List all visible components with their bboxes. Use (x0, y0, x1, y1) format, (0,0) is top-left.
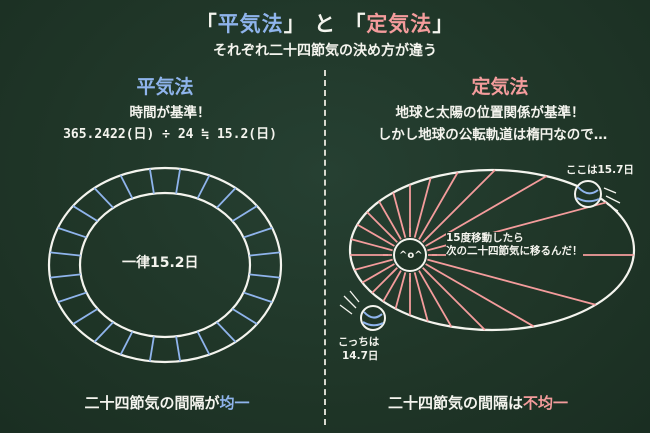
orbit-ray-line (354, 258, 393, 271)
title-bracket-open-2: 「 (344, 12, 367, 36)
ring-segment-line (93, 187, 114, 209)
heiki-center-label: 一律15.2日 (122, 255, 199, 271)
ring-segment-line (175, 336, 182, 362)
title-conjunction: と (314, 12, 336, 36)
teiki-conclusion-main: 二十四節気の間隔は (387, 394, 523, 412)
orbit-ray-line (356, 223, 395, 247)
ring-segment-line (243, 291, 273, 303)
teiki-orbit (339, 168, 636, 332)
ring-segment-line (119, 331, 134, 356)
title-teiki: 定気法 (366, 12, 433, 36)
ring-segment-line (231, 205, 258, 222)
orbit-ray-line (394, 272, 407, 309)
ring-segment-line (175, 168, 182, 194)
earth-top-icon (574, 180, 621, 212)
ring-segment-line (249, 273, 281, 279)
ring-segment-line (119, 174, 134, 199)
label-14-7-days-2: 14.7日 (342, 350, 379, 362)
orbit-ray-line (422, 169, 496, 243)
ring-segment-line (72, 205, 99, 222)
ring-segment-line (49, 251, 81, 257)
title-heiki: 平気法 (217, 12, 284, 36)
heiki-basis: 時間が基準！ (129, 105, 211, 121)
title-bracket-close-2: 」 (432, 12, 455, 36)
label-14-7-days-1: こっちは (338, 336, 380, 348)
ring-segment-line (243, 227, 273, 239)
ring-segment-line (148, 168, 155, 194)
ring-segment-line (93, 321, 114, 343)
ring-segment-line (57, 291, 87, 303)
orbit-ray-line (351, 238, 393, 252)
orbit-ray-line (418, 171, 459, 240)
earth-bottom-icon (339, 290, 386, 331)
orbit-ray-line (427, 258, 596, 306)
orbit-ray-line (392, 192, 407, 238)
orbit-ray-line (382, 270, 402, 302)
page-subtitle: それぞれ二十四節気の決め方が違う (213, 43, 437, 59)
orbit-ray-line (413, 177, 432, 238)
ring-segment-line (216, 187, 237, 209)
orbit-ray-line (425, 175, 548, 247)
heiki-heading: 平気法 (136, 76, 194, 98)
ring-segment-line (49, 273, 81, 279)
orbit-ray-line (418, 270, 453, 328)
teiki-orbit-note: しかし地球の公転軌道は楕円なので… (377, 127, 608, 143)
ring-segment-line (196, 331, 211, 356)
orbit-ray-line (422, 267, 486, 331)
heiki-conclusion-accent: 均一 (219, 394, 250, 412)
ring-segment-line (249, 251, 281, 257)
column-divider (324, 70, 326, 425)
heiki-conclusion: 二十四節気の間隔が均一 (62, 392, 272, 413)
title-bracket-open: 「 (195, 12, 218, 36)
heiki-formula: 365.2422(日) ÷ 24 ≒ 15.2(日) (63, 127, 277, 142)
ring-segment-line (72, 308, 99, 325)
ring-segment-line (196, 174, 211, 199)
orbit-ray-line (425, 263, 535, 328)
orbit-ray-line (361, 263, 395, 284)
label-move-15-deg-1: 15度移動したら (446, 232, 524, 245)
title-bracket-close: 」 (283, 12, 306, 36)
orbit-ray-line (413, 272, 429, 322)
heiki-ring (47, 166, 283, 364)
heiki-segment-lines (49, 168, 281, 362)
label-15-7-days: ここは15.7日 (566, 164, 634, 176)
ring-segment-line (148, 336, 155, 362)
teiki-conclusion-accent: 不均一 (523, 394, 569, 412)
sun-glow-icon (383, 228, 437, 282)
teiki-heading: 定気法 (471, 76, 529, 98)
label-move-15-deg-2: 次の二十四節気に移るんだ！ (446, 245, 583, 258)
heiki-conclusion-main: 二十四節気の間隔が (84, 394, 220, 412)
orbit-ray-line (378, 201, 402, 240)
ring-segment-line (231, 308, 258, 325)
sun-face: ^o^ (399, 250, 423, 261)
ring-segment-line (216, 321, 237, 343)
teiki-conclusion: 二十四節気の間隔は不均一 (358, 392, 598, 413)
page-title: 「平気法」 と 「定気法」 (0, 8, 650, 38)
sun-icon (393, 238, 427, 272)
teiki-basis: 地球と太陽の位置関係が基準！ (395, 105, 585, 121)
ring-segment-line (57, 227, 87, 239)
